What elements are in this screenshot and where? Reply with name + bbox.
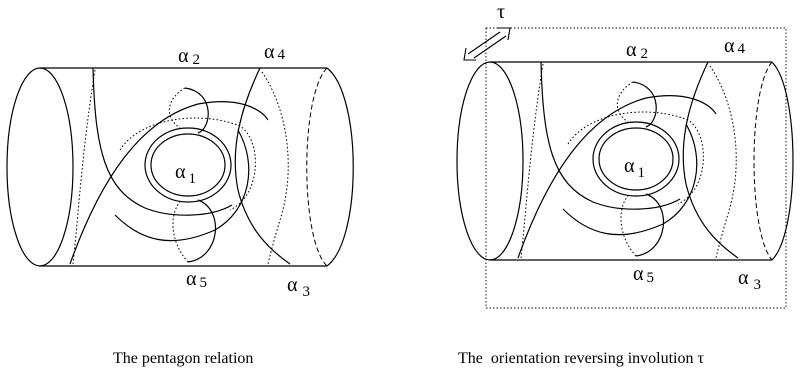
pentagon-arc-right [114, 129, 250, 242]
label-tau: τ [497, 1, 505, 23]
alpha5-back [172, 199, 189, 263]
alpha4-curve [234, 67, 291, 265]
right-fig-alpha3-back [709, 65, 737, 259]
right-fig-alpha2-to-left-curve [517, 95, 717, 259]
tau-arrow-icon [463, 27, 511, 61]
alpha2-to-left-curve [69, 101, 269, 265]
alpha1-curve-outer [144, 127, 232, 203]
right-fig-pentagon-dotted-arc [567, 111, 704, 205]
right-fig-alpha1-curve-outer [592, 121, 680, 197]
right-fig-pentagon-arc-right [562, 123, 698, 236]
left-dotted-curve [72, 69, 96, 265]
alpha3-back [261, 71, 289, 265]
right-end-front-arc [326, 67, 354, 267]
left-u-curve [92, 67, 233, 216]
right-fig-left-u-curve [540, 61, 681, 210]
alpha1-curve-inner [150, 133, 226, 197]
right-fig-left-end-ellipse [456, 61, 524, 261]
right-fig-alpha2-front [632, 81, 657, 128]
right-fig-alpha2-back [616, 81, 634, 123]
right-fig-alpha5-back [620, 193, 637, 257]
right-end-back-arc [306, 67, 328, 267]
alpha2-back [168, 87, 186, 129]
right-fig-alpha1-curve-inner [598, 127, 674, 191]
right-fig-right-end-back-arc [753, 61, 773, 261]
right-fig-alpha5-front [635, 193, 665, 257]
caption-involution: The orientation reversing involution τ [458, 350, 705, 367]
right-fig-right-end-front-arc [771, 61, 794, 261]
alpha2-front [184, 87, 209, 134]
involution-frame [485, 27, 787, 309]
caption-pentagon-relation: The pentagon relation [113, 350, 253, 367]
left-end-ellipse [6, 67, 74, 267]
right-fig-left-dotted-curve [520, 63, 544, 259]
alpha5-front [187, 199, 217, 263]
right-fig-alpha4-curve [682, 61, 739, 259]
pentagon-dotted-arc [119, 117, 256, 211]
